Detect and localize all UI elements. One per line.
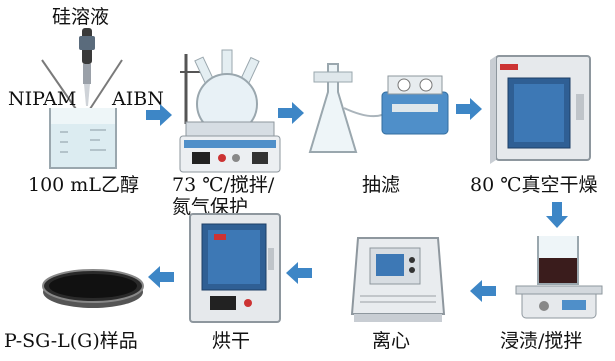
reactor-icon (179, 49, 281, 173)
label-silica-solution: 硅溶液 (52, 6, 110, 28)
label-oven-dry: 烘干 (212, 330, 251, 352)
oven-icon (189, 213, 281, 323)
label-sample: P-SG-L(G)样品 (4, 330, 138, 352)
filter-flask-icon (308, 63, 449, 153)
centrifuge-icon (350, 237, 446, 322)
label-stir-line2: 氮气保护 (172, 196, 249, 218)
beaker-icon (41, 28, 123, 169)
arrow-icon (546, 202, 568, 228)
sample-dish-icon (42, 269, 144, 308)
label-stir-line1: 73 ℃/搅拌/ (172, 174, 275, 196)
stirrer-icon (515, 236, 603, 319)
label-ethanol: 100 mL乙醇 (28, 174, 139, 196)
label-nipam: NIPAM (8, 88, 77, 110)
arrow-icon (286, 262, 312, 284)
label-centrifuge: 离心 (372, 330, 411, 352)
label-soak-stir: 浸渍/搅拌 (500, 330, 583, 352)
arrow-icon (146, 104, 172, 126)
label-aibn: AIBN (112, 88, 164, 110)
arrow-icon (148, 266, 174, 288)
arrow-icon (456, 98, 482, 120)
label-vacuum-dry: 80 ℃真空干燥 (470, 174, 598, 196)
label-filtration: 抽滤 (362, 174, 401, 196)
arrow-icon (470, 280, 496, 302)
vacuum-oven-icon (490, 55, 591, 164)
arrow-icon (278, 102, 304, 124)
